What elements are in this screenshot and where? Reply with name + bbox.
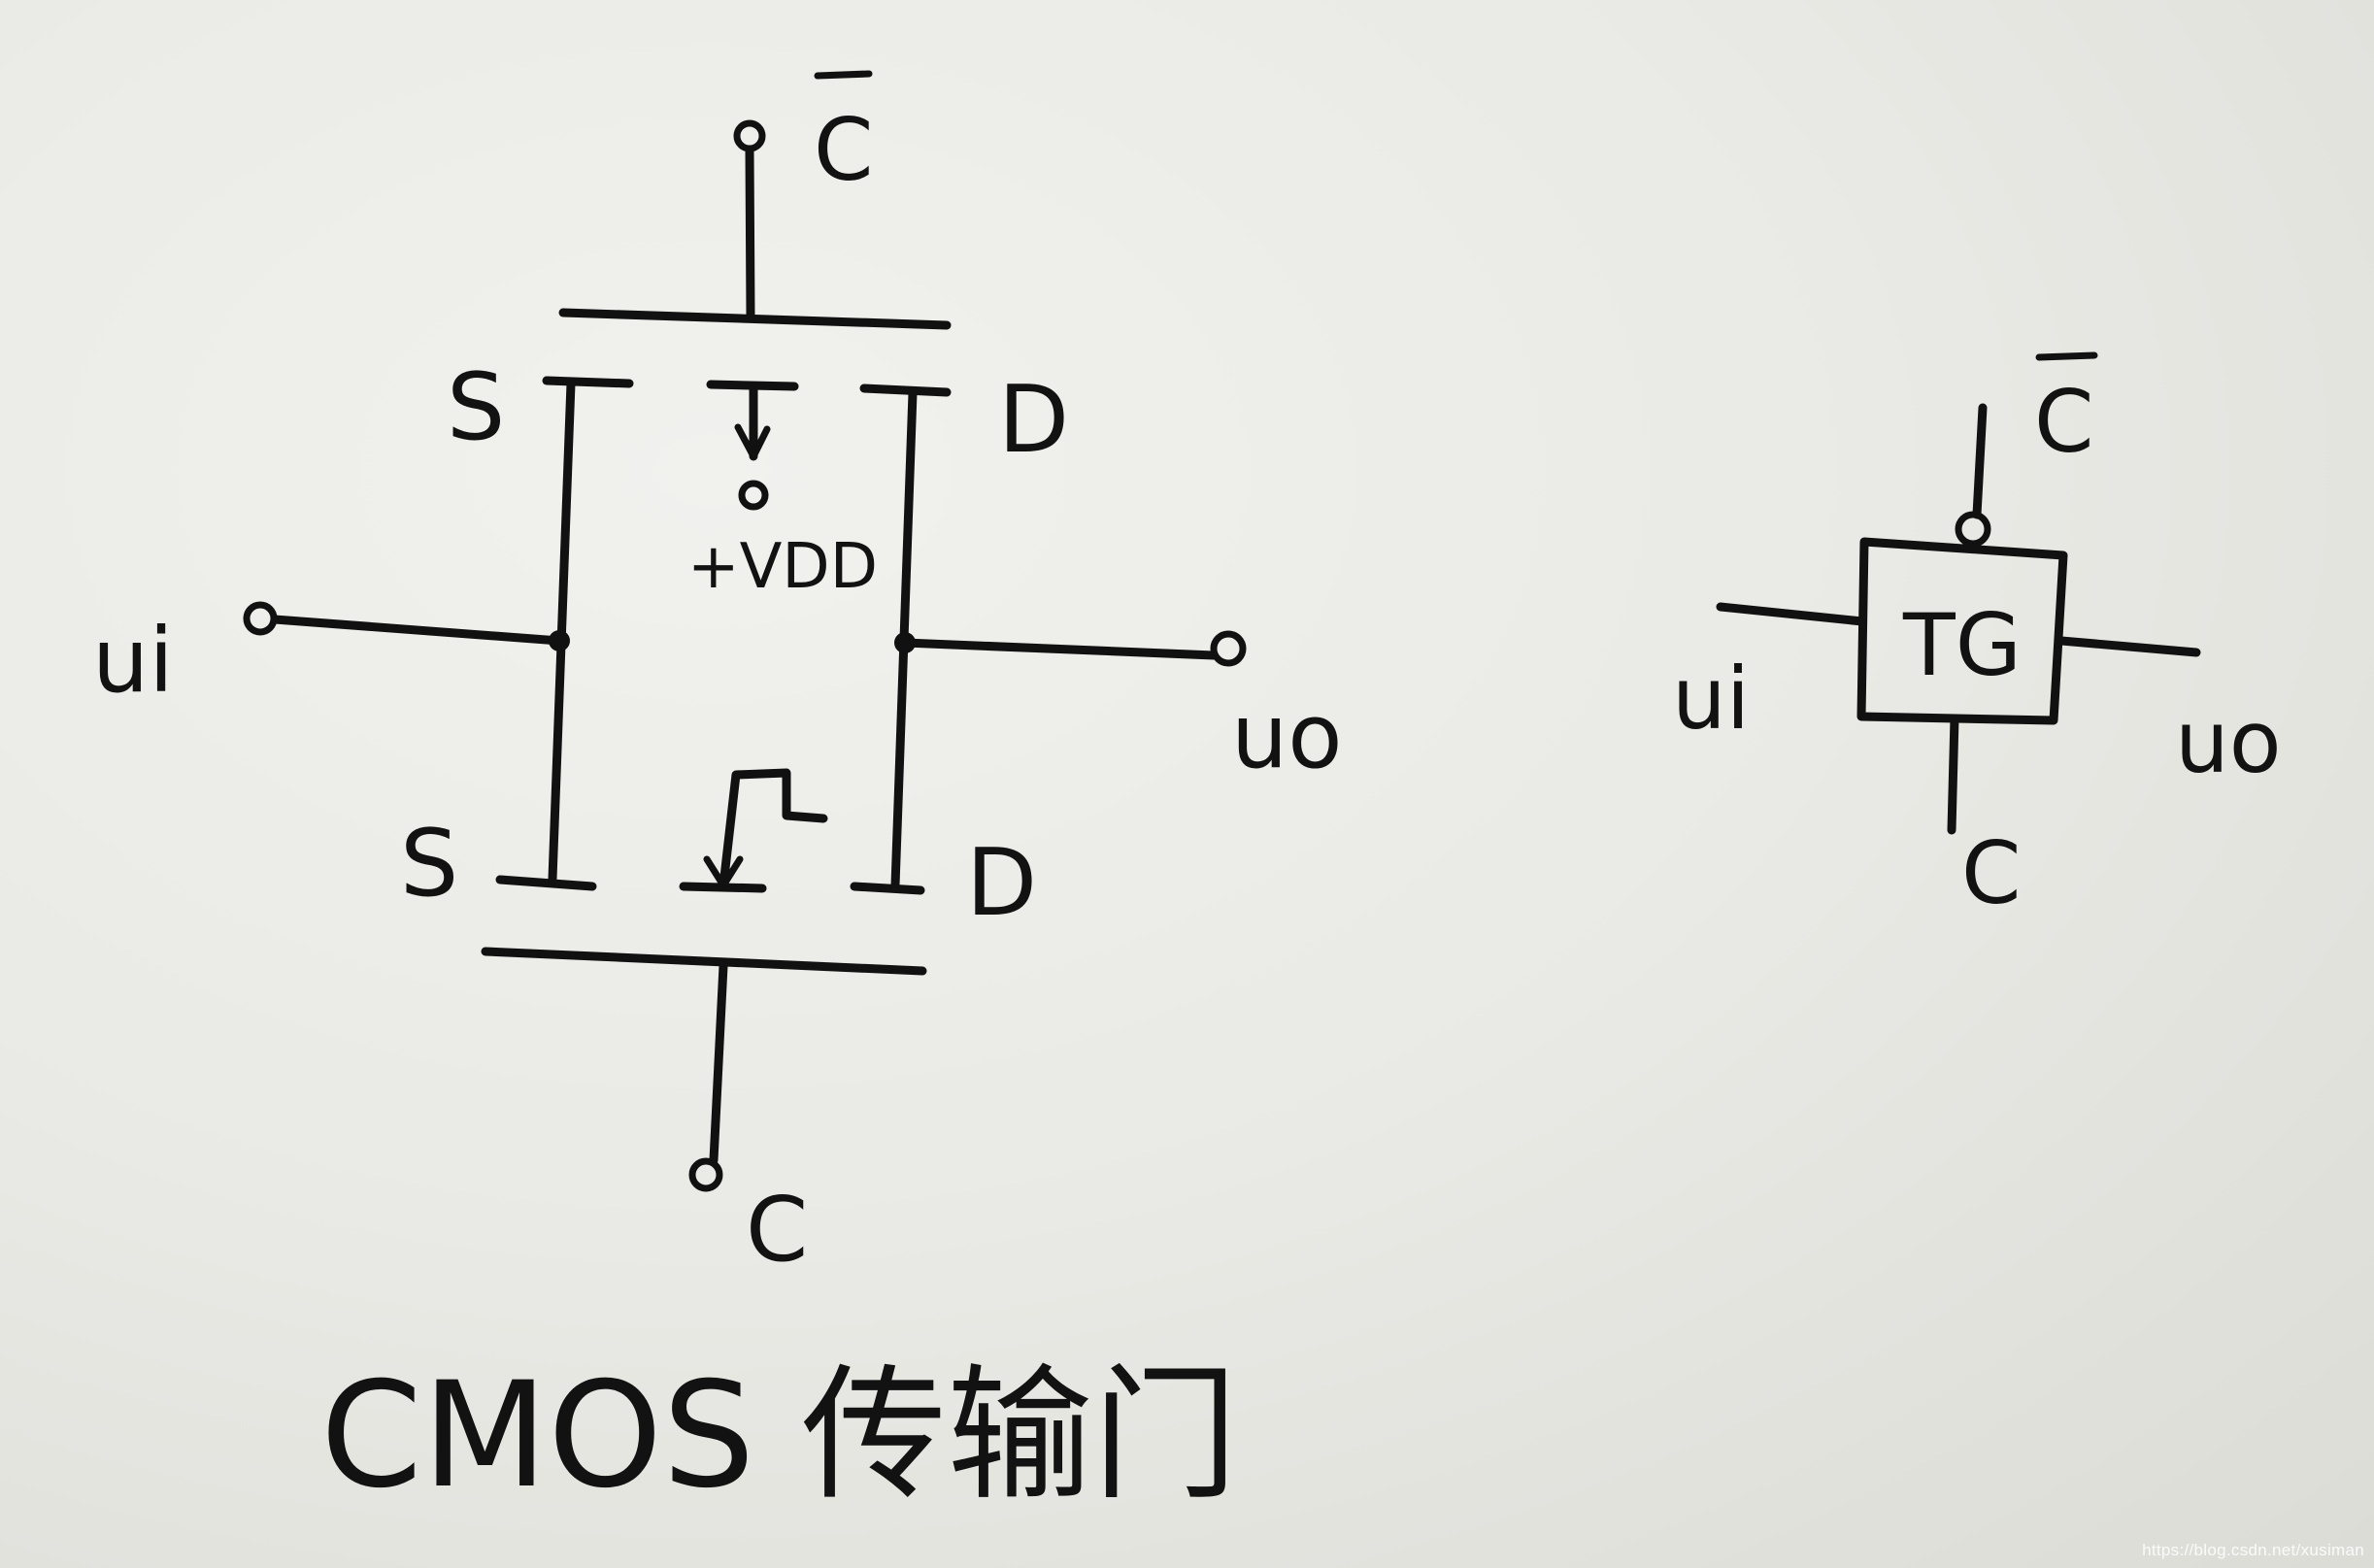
c-bar-label: C bbox=[814, 70, 873, 200]
bottom-body-arrow bbox=[703, 855, 744, 889]
vdd-terminal bbox=[738, 480, 769, 511]
tg-output-lead bbox=[2056, 636, 2201, 657]
output-terminal bbox=[1210, 630, 1247, 667]
cmos-circuit: C S D +VDD ui uo S D C bbox=[92, 70, 1343, 1282]
tg-box-label: TG bbox=[1902, 595, 2022, 695]
c-bottom-label: C bbox=[746, 1178, 808, 1282]
tg-c-bar-label: C bbox=[2034, 351, 2098, 472]
drain-bottom-label: D bbox=[966, 830, 1037, 937]
top-drain-segment bbox=[859, 384, 952, 397]
c-bar-text: C bbox=[814, 100, 873, 200]
source-top-label: S bbox=[447, 354, 505, 461]
tg-symbol: TG C ui uo C bbox=[1672, 351, 2282, 923]
tg-bottom-lead bbox=[1947, 714, 1959, 835]
tg-input-label: ui bbox=[1672, 649, 1750, 749]
input-wire bbox=[270, 615, 564, 646]
vdd-label: +VDD bbox=[687, 531, 878, 603]
input-label: ui bbox=[92, 609, 174, 713]
tg-c-bar-text: C bbox=[2034, 372, 2093, 472]
tg-top-lead bbox=[1972, 403, 1988, 519]
top-source-segment bbox=[542, 376, 634, 388]
input-junction bbox=[549, 630, 570, 651]
top-gate-plate bbox=[558, 308, 952, 330]
bottom-gate-lead bbox=[709, 961, 728, 1165]
top-body-arrow bbox=[734, 423, 771, 460]
output-wire bbox=[900, 638, 1219, 660]
watermark: https://blog.csdn.net/xusiman bbox=[2142, 1541, 2364, 1559]
tg-c-label: C bbox=[1961, 823, 2021, 923]
source-bottom-label: S bbox=[400, 811, 458, 917]
input-terminal bbox=[243, 601, 278, 636]
tg-input-lead bbox=[1716, 602, 1867, 626]
bottom-body-lead bbox=[719, 768, 828, 890]
tg-box bbox=[1856, 537, 2068, 725]
tg-output-label: uo bbox=[2175, 692, 2282, 792]
caption: CMOS 传输门 bbox=[320, 1351, 1238, 1520]
bottom-source-segment bbox=[495, 875, 597, 891]
c-terminal bbox=[688, 1157, 723, 1192]
c-bar-terminal bbox=[733, 119, 766, 152]
output-label: uo bbox=[1231, 684, 1343, 788]
tg-inversion-bubble bbox=[1955, 511, 1991, 548]
drain-top-label: D bbox=[998, 367, 1069, 474]
top-gate-lead bbox=[745, 146, 755, 320]
bottom-drain-segment bbox=[850, 882, 925, 895]
bottom-gate-plate bbox=[481, 947, 927, 976]
